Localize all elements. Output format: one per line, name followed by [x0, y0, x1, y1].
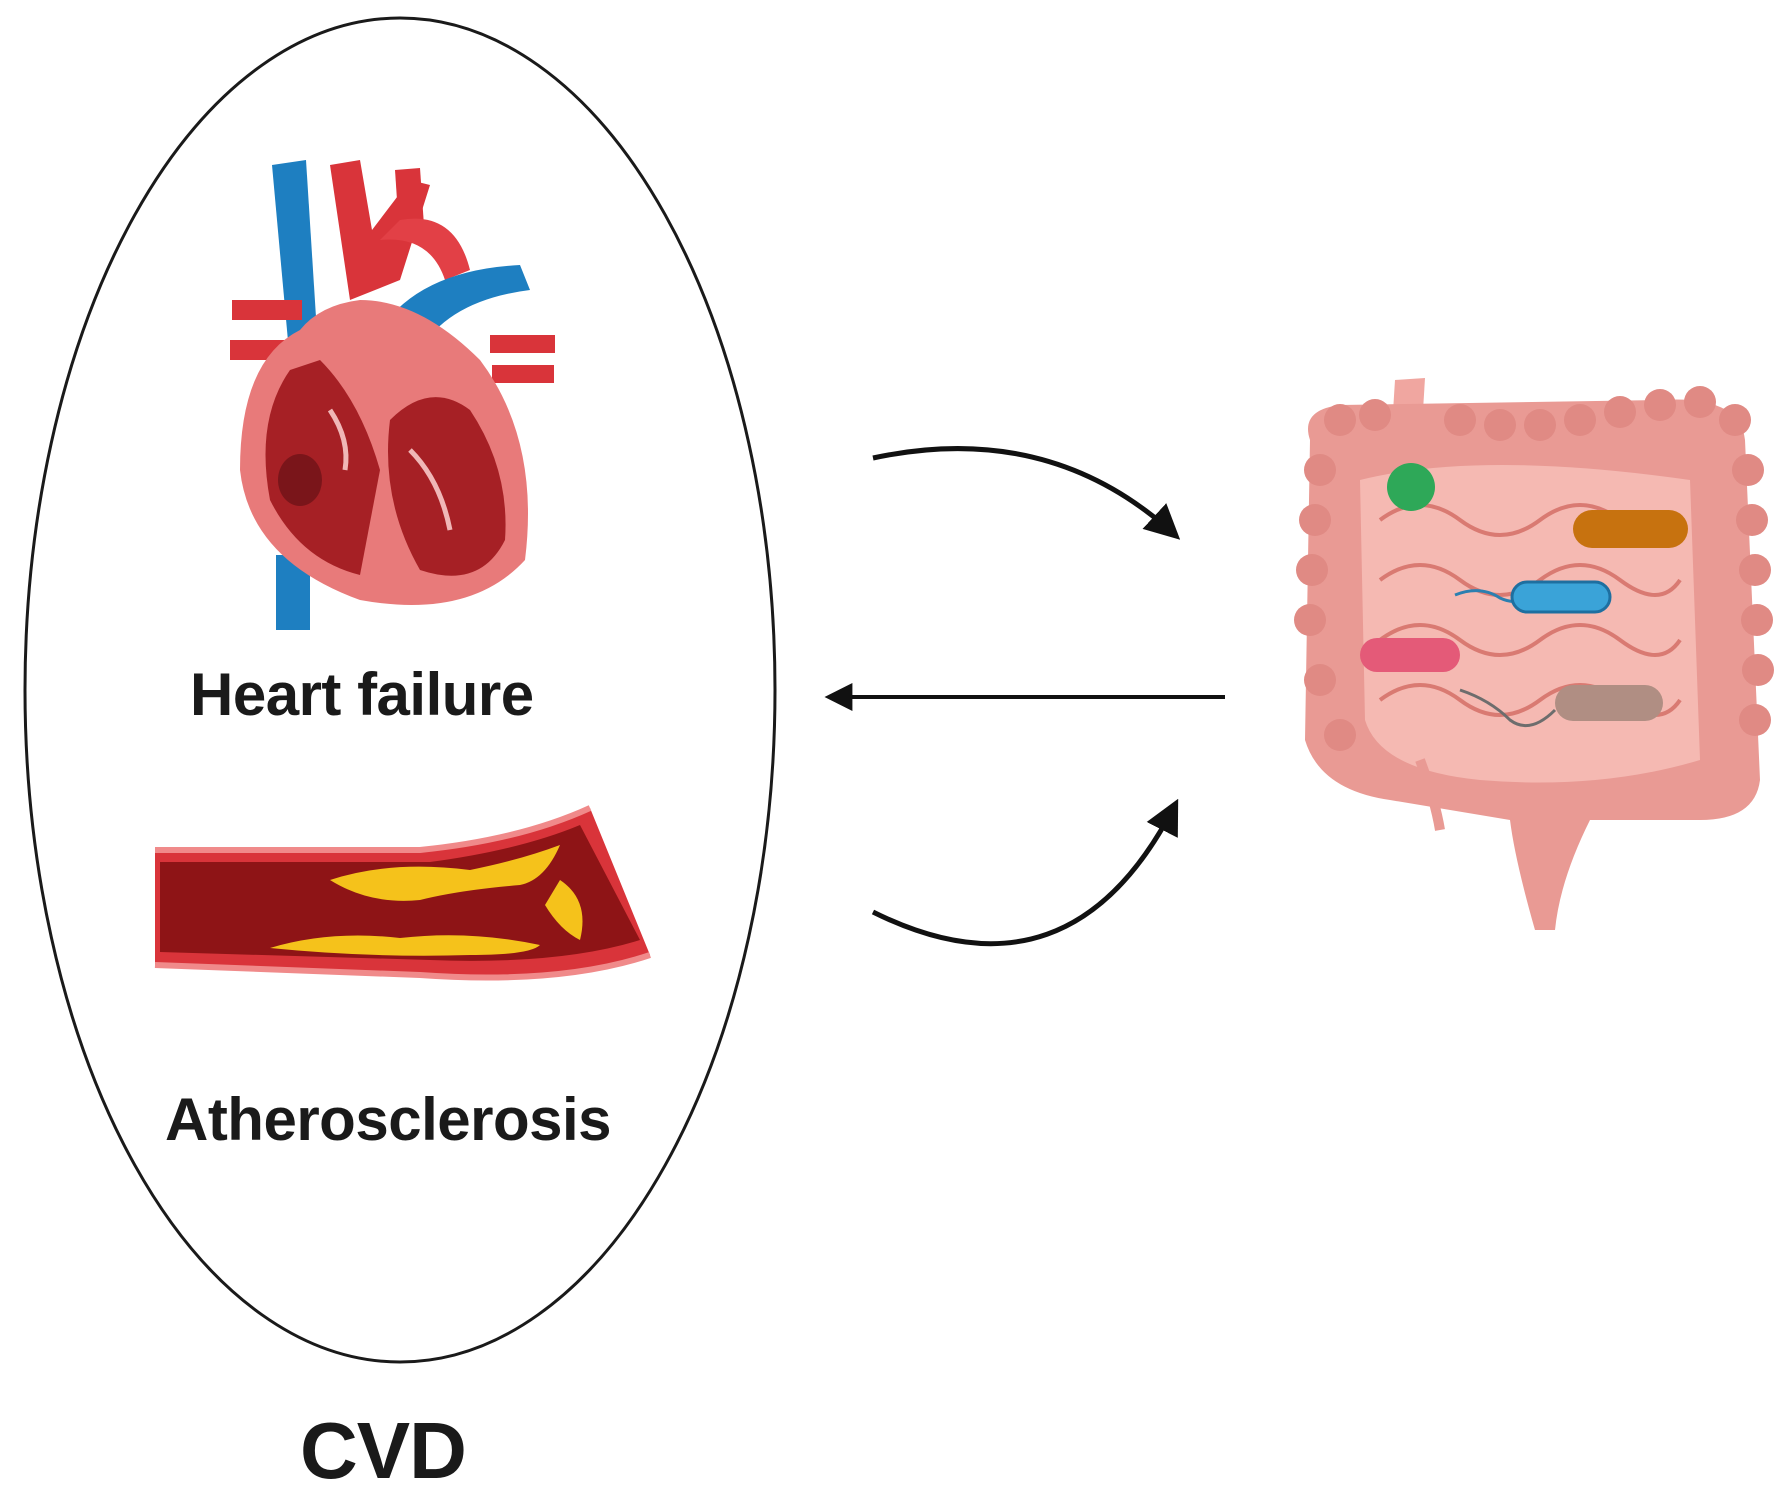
bacteria-group	[1360, 463, 1688, 728]
bacteria-icon	[1360, 638, 1460, 672]
bacteria-icon	[1387, 463, 1435, 511]
arrow-cvd-to-gut-top	[872, 446, 1181, 540]
bacteria-icon	[1555, 685, 1663, 721]
arrow-cvd-to-gut-bottom	[871, 798, 1179, 947]
atherosclerosis-label: Atherosclerosis	[165, 1086, 612, 1153]
heart-failure-label: Heart failure	[190, 661, 534, 728]
bacteria-icon	[1510, 580, 1612, 614]
cvd-ellipse	[23, 16, 777, 1364]
cvd-label: CVD	[300, 1406, 467, 1495]
artery-plaque-icon	[154, 805, 651, 981]
bacteria-icon	[1573, 510, 1688, 548]
heart-icon	[230, 160, 555, 630]
